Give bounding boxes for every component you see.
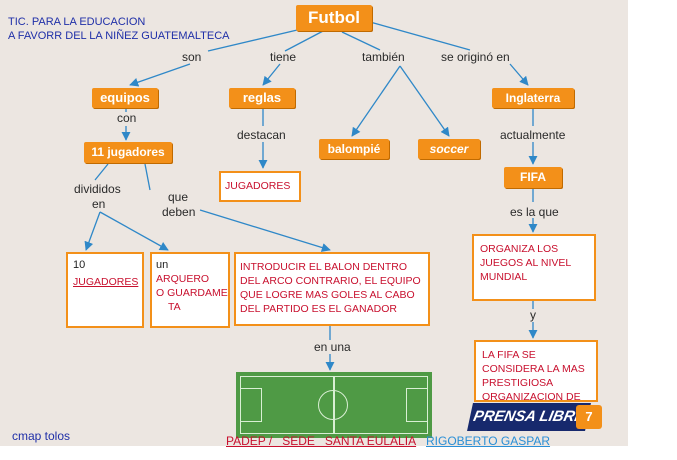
page-number-badge: 7 <box>576 405 602 429</box>
line-jugadores-quedeben <box>144 163 151 191</box>
concept-soccer: soccer <box>418 139 480 159</box>
concept-fifa: FIFA <box>504 167 562 188</box>
arrow-en-diez <box>84 211 101 251</box>
arrow-son-equipos <box>129 63 191 87</box>
arrow-tambien-balompie <box>351 65 401 137</box>
arrow-tambien-soccer <box>399 65 450 137</box>
line-jugadores-divididos <box>94 163 109 181</box>
line-futbol-tiene <box>284 29 326 52</box>
concept-balompie: balompié <box>319 139 389 159</box>
link-actualmente: actualmente <box>500 128 566 142</box>
link-tambien: también <box>362 50 405 64</box>
link-con: con <box>117 111 137 125</box>
note-la-fifa: LA FIFA SE CONSIDERA LA MAS PRESTIGIOSA … <box>474 340 598 417</box>
note-arquero: un ARQUERO O GUARDAME TA <box>150 252 230 328</box>
arrow-deben-introducir <box>199 209 331 252</box>
concept-reglas: reglas <box>229 88 295 108</box>
line-futbol-origino <box>369 21 471 51</box>
link-deben: deben <box>162 205 196 219</box>
header-line-2: A FAVORR DEL LA NIÑEZ GUATEMALTECA <box>8 30 230 42</box>
footer-author-link[interactable]: RIGOBERTO GASPAR <box>426 434 551 448</box>
field-center-circle <box>318 390 348 420</box>
link-y: y <box>530 308 536 322</box>
note-un: un <box>156 259 169 271</box>
concept-equipos: equipos <box>92 88 158 108</box>
note-ta: TA <box>168 301 181 313</box>
note-organiza: ORGANIZA LOS JUEGOS AL NIVEL MUNDIAL <box>472 234 596 301</box>
page-margin <box>628 0 677 460</box>
footer-cmap-tools: cmap tolos <box>12 429 71 443</box>
soccer-field-image <box>236 372 432 438</box>
note-10-number: 10 <box>73 259 86 271</box>
line-futbol-tambien <box>341 31 381 51</box>
link-divididos: divididos <box>74 182 121 196</box>
field-right-box <box>406 388 428 422</box>
concept-futbol: Futbol <box>296 5 372 31</box>
link-destacan: destacan <box>237 128 286 142</box>
link-en: en <box>92 197 106 211</box>
link-son: son <box>182 50 202 64</box>
prensa-libre-logo: PRENSA LIBRE <box>467 403 591 431</box>
note-arquero-label: ARQUERO <box>156 273 210 285</box>
footer-padep: PADEP / SEDE SANTA EULALIA <box>226 434 417 448</box>
link-se-origino-en: se originó en <box>441 50 510 64</box>
link-tiene: tiene <box>270 50 297 64</box>
line-futbol-son <box>207 26 311 52</box>
concept-11-jugadores: 11 jugadores <box>84 142 172 163</box>
arrow-tiene-reglas <box>262 63 281 86</box>
link-en-una: en una <box>314 340 351 354</box>
note-jugadores: JUGADORES <box>219 171 301 202</box>
arrow-origino-inglaterra <box>509 63 529 86</box>
link-es-la-que: es la que <box>510 205 559 219</box>
concept-inglaterra: Inglaterra <box>492 88 574 108</box>
note-introducir: INTRODUCIR EL BALON DENTRO DEL ARCO CONT… <box>234 252 430 326</box>
link-que: que <box>168 190 189 204</box>
note-10-jugadores: 10 JUGADORES <box>66 252 144 328</box>
header-line-1: TIC. PARA LA EDUCACION <box>8 16 146 28</box>
note-o-guardame: O GUARDAME <box>156 287 228 299</box>
note-10-label: JUGADORES <box>73 276 139 288</box>
field-left-box <box>240 388 262 422</box>
arrow-en-arquero <box>99 211 169 251</box>
